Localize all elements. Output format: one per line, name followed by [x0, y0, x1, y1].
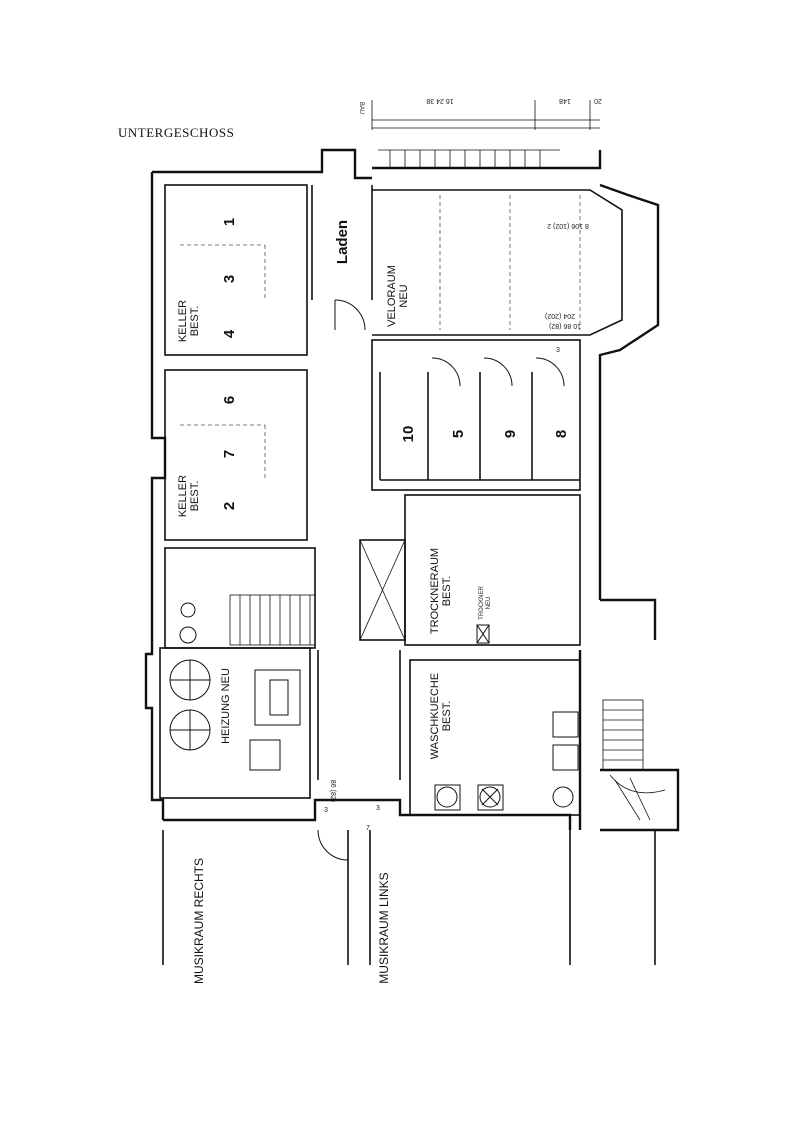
- room-label-trockneraum-sub: BEST.: [441, 576, 453, 607]
- room-label-musikraum-links: MUSIKRAUM LINKS: [377, 872, 391, 983]
- compartment-6: 6: [221, 396, 238, 404]
- room-label-veloraum-sub: NEU: [398, 284, 410, 307]
- dim-top-ruler-b: 148: [559, 97, 571, 104]
- dim-bau: BAU: [358, 102, 364, 114]
- dim-106: 8 106 (102) 2: [547, 222, 589, 229]
- room-label-trockneraum: TROCKNERAUM: [429, 548, 441, 634]
- room-label-waschkueche: WASCHKUECHE: [429, 673, 441, 759]
- room-label-musikraum-rechts: MUSIKRAUM RECHTS: [192, 858, 206, 984]
- dim-3a: 3: [324, 807, 328, 814]
- inner-walls: [159, 184, 656, 965]
- room-label-veloraum: VELORAUM: [386, 265, 398, 327]
- dim-3c: 3: [556, 347, 560, 354]
- dim-3b: 3: [376, 805, 380, 812]
- room-label-laden: Laden: [334, 220, 351, 264]
- dim-top-ruler-c: 20: [594, 97, 602, 104]
- compartment-1: 1: [221, 218, 238, 226]
- compartment-5: 5: [450, 430, 467, 438]
- top-ruler: [371, 100, 600, 130]
- room-label-keller-bottom: KELLER: [177, 475, 189, 517]
- compartment-9: 9: [502, 430, 519, 438]
- label-trockner: TROCKNER: [479, 586, 485, 620]
- dim-top-ruler-a: 16 24 38: [426, 97, 453, 104]
- room-label-keller-top-sub: BEST.: [189, 306, 201, 337]
- room-label-heizung: HEIZUNG NEU: [220, 668, 232, 744]
- page-title: UNTERGESCHOSS: [118, 125, 235, 140]
- compartment-4: 4: [221, 329, 238, 338]
- room-label-keller-top: KELLER: [177, 300, 189, 342]
- stairs-left: [229, 594, 316, 646]
- dim-86b: 86 (82): [329, 780, 336, 802]
- compartment-10: 10: [400, 426, 417, 443]
- compartment-7: 7: [221, 450, 238, 458]
- stairs-top: [378, 149, 560, 169]
- compartment-3: 3: [221, 275, 238, 283]
- doors: [317, 299, 565, 861]
- label-trockner-sub: NEU: [486, 597, 492, 610]
- dim-204: 204 (202): [545, 312, 575, 319]
- compartment-8: 8: [553, 430, 570, 438]
- stairs-right: [602, 699, 666, 821]
- room-label-waschkueche-sub: BEST.: [441, 701, 453, 732]
- room-label-keller-bottom-sub: BEST.: [189, 481, 201, 512]
- dim-7: 7: [366, 825, 370, 832]
- dim-86: 10 86 (82): [549, 322, 581, 329]
- appliances: [169, 602, 579, 811]
- compartment-2: 2: [221, 502, 238, 510]
- subdivisions: [180, 195, 581, 480]
